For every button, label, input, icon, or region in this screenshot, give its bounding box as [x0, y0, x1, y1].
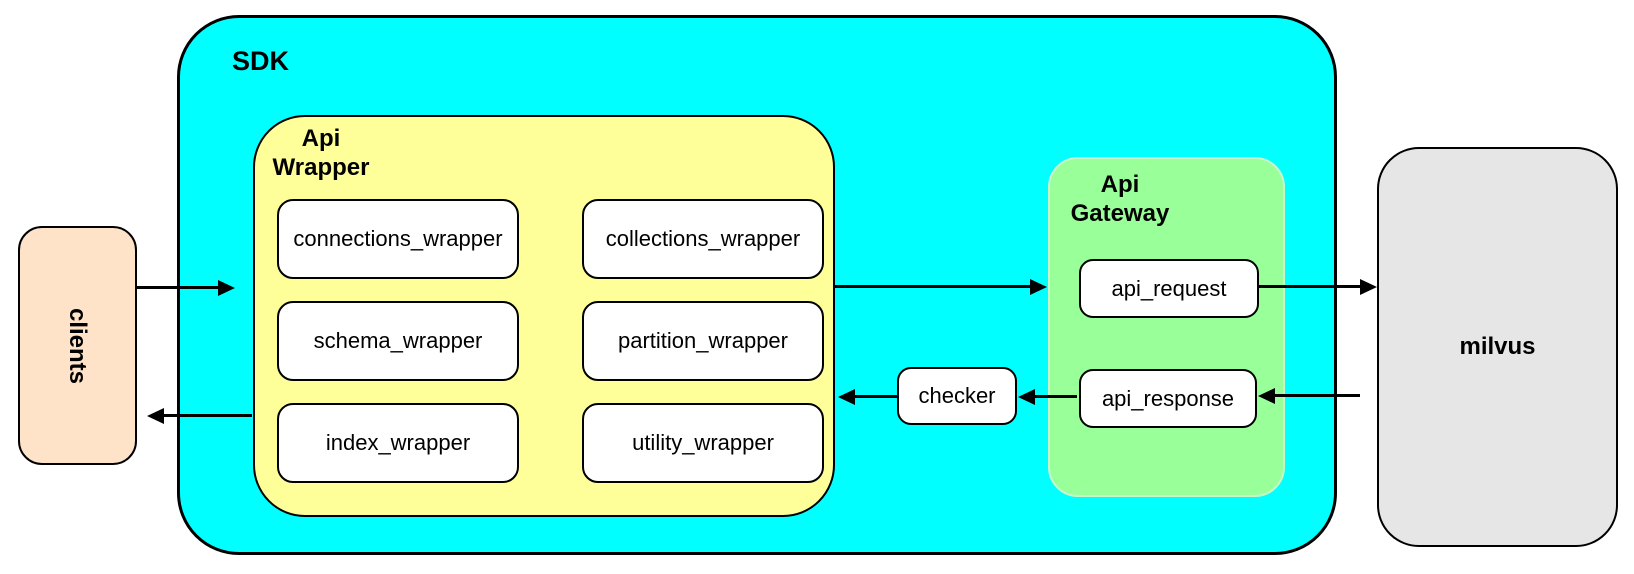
api-response-label: api_response [1101, 385, 1235, 411]
api-gateway-group: Api Gateway api_request api_response [1048, 157, 1285, 497]
index-wrapper-label: index_wrapper [325, 430, 471, 455]
api-wrapper-group: Api Wrapper connections_wrapper collecti… [253, 115, 835, 517]
schema-wrapper-node: schema_wrapper [277, 301, 519, 381]
api-gateway-label: Api Gateway [1070, 171, 1170, 227]
arrow-milvus-to-api-response [1258, 387, 1360, 404]
arrow-api-request-to-milvus [1257, 278, 1377, 295]
index-wrapper-node: index_wrapper [277, 403, 519, 483]
collections-wrapper-label: collections_wrapper [605, 226, 801, 251]
milvus-label: milvus [1459, 333, 1536, 360]
clients-label: clients [64, 307, 92, 384]
partition-wrapper-node: partition_wrapper [582, 301, 824, 381]
arrow-clients-to-sdk [137, 279, 235, 296]
utility-wrapper-node: utility_wrapper [582, 403, 824, 483]
api-wrapper-label: Api Wrapper [272, 125, 370, 181]
connections-wrapper-label: connections_wrapper [293, 226, 503, 251]
sdk-label: SDK [232, 46, 290, 76]
checker-node: checker [897, 367, 1017, 425]
clients-node: clients [18, 226, 137, 465]
milvus-node: milvus [1377, 147, 1618, 547]
arrow-api-wrapper-to-api-gateway [835, 278, 1047, 295]
collections-wrapper-node: collections_wrapper [582, 199, 824, 279]
arrow-checker-to-api-wrapper [838, 388, 897, 405]
arrow-api-response-to-checker [1018, 388, 1077, 405]
schema-wrapper-label: schema_wrapper [313, 328, 483, 353]
utility-wrapper-label: utility_wrapper [632, 430, 774, 455]
api-request-label: api_request [1111, 275, 1227, 301]
api-request-node: api_request [1079, 259, 1259, 318]
arrow-sdk-to-clients [147, 407, 252, 424]
partition-wrapper-label: partition_wrapper [618, 328, 788, 353]
checker-label: checker [918, 383, 996, 408]
connections-wrapper-node: connections_wrapper [277, 199, 519, 279]
api-response-node: api_response [1079, 369, 1257, 428]
